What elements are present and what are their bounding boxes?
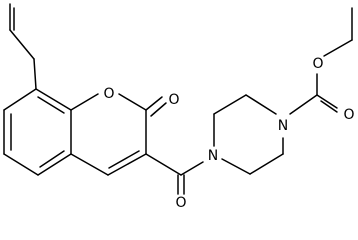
bond-allyl-ch2-to-ring — [33, 58, 37, 90]
benzene-ring — [3, 88, 72, 176]
bond-c8a-c8-inner — [37, 96, 65, 114]
bond-c3-c4 — [107, 153, 147, 176]
atom-label-amide-carbonyl-o: O — [175, 195, 186, 211]
bond-c2-carbonyl-b — [150, 102, 167, 117]
chemical-structure-canvas: O O N N O O O — [3, 3, 355, 211]
pyranone-ring — [70, 93, 167, 176]
bond-c3-amide-c — [145, 153, 182, 176]
bond-c8-c7 — [3, 88, 37, 111]
bond-allyl-vinyl — [9, 29, 35, 60]
bond-amide-c-n — [180, 161, 204, 176]
atom-label-piperazine-n-left: N — [208, 148, 218, 164]
bond-c5-c4a-inner — [39, 150, 65, 168]
bond-c3-c4-inner — [108, 150, 140, 169]
bond-c5p-n4 — [221, 158, 251, 175]
bond-o-ethyl-ch2 — [323, 39, 353, 57]
atom-label-lactone-ring-o: O — [103, 86, 114, 102]
bond-c3p-c2p — [213, 94, 247, 115]
allyl-group — [9, 3, 37, 90]
bond-carbamate-co-a — [316, 94, 338, 109]
bond-c8a-c8 — [35, 88, 72, 111]
atom-label-ester-o-single: O — [312, 56, 323, 72]
ethyl-4-(8-allyl-2-oxo-chromene-3-carbonyl)piperazine-1-carboxylate-structure: O O N N O O O — [3, 3, 355, 211]
bond-c5-c4a — [37, 153, 72, 176]
bond-n1-carbamate-c — [289, 94, 318, 115]
bond-c6p-c5p — [249, 153, 284, 175]
bond-c6-c5 — [3, 153, 39, 176]
piperazine-ring — [213, 94, 284, 175]
atom-label-piperazine-n-right: N — [278, 118, 288, 134]
atom-label-ester-o-double: O — [343, 107, 354, 123]
amide-carbonyl — [145, 153, 204, 195]
bond-o1-c2 — [118, 93, 147, 111]
bond-carbamate-co-b — [320, 100, 338, 113]
bond-c2-carbonyl-a — [145, 96, 163, 111]
ethyl-carbamate — [289, 7, 353, 115]
atom-label-lactone-carbonyl-o: O — [168, 92, 179, 108]
bond-c4-c4a — [70, 153, 109, 176]
bond-c8a-o1 — [70, 93, 99, 111]
bond-c2p-n1 — [245, 94, 277, 115]
